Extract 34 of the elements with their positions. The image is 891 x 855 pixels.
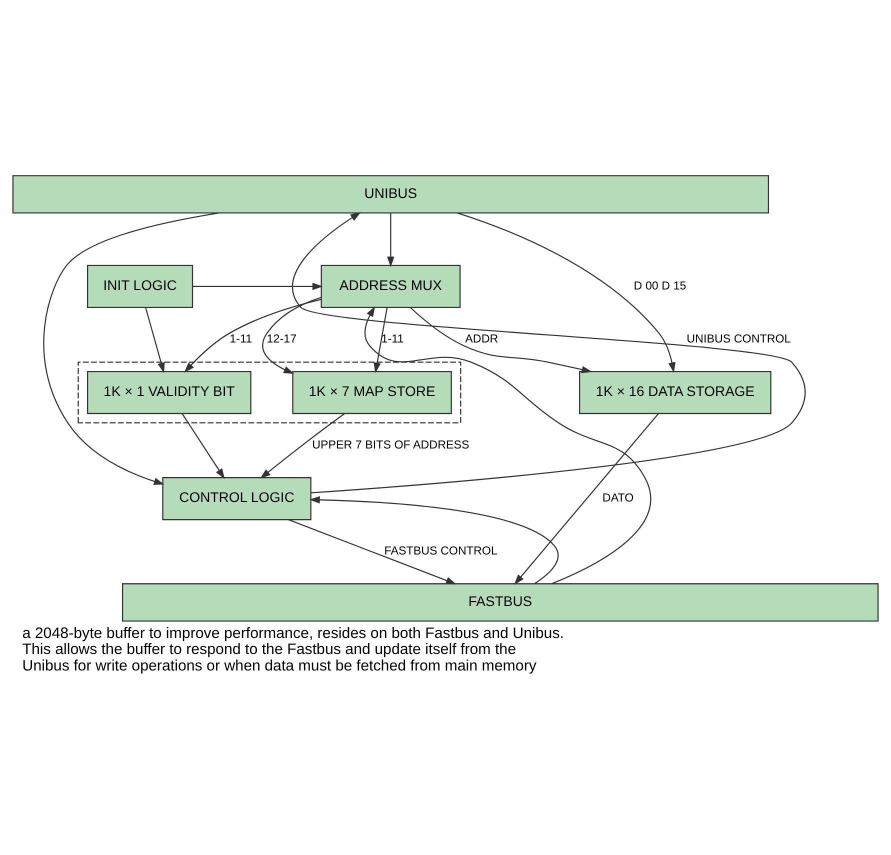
node-box: FASTBUS [122,583,879,622]
arrow [260,413,345,479]
node-box: 1K × 7 MAP STORE [292,370,452,414]
arrow [364,306,652,584]
node-box: ADDRESS MUX [320,264,461,308]
arrow [288,519,456,584]
node-box: INIT LOGIC [86,264,194,308]
edge-label: 1-11 [381,332,404,346]
edge-label: D 00 D 15 [634,279,686,292]
arrow [192,282,323,290]
node-box: 1K × 16 DATA STORAGE [579,370,772,414]
edge-label: ADDR [465,332,498,346]
arrow [292,212,806,494]
node-box: UNIBUS [12,175,770,214]
arrow [410,307,592,374]
arrow [43,212,219,485]
arrow [457,212,676,373]
arrow [182,413,225,479]
arrow [387,213,394,268]
arrow [145,307,165,374]
node-box: 1K × 1 VALIDITY BIT [86,370,252,414]
node-box: CONTROL LOGIC [162,477,312,520]
caption: a 2048-byte buffer to improve performance, resides on both Fastbus and Unibus. This allows the buffer to respond to the Fastbus and update itself from the Unibus for write operations or when data must be fetched from main memory [22,624,564,674]
edge-label: DATO [602,492,634,505]
edge-label: 1-11 [230,332,252,346]
arrow [374,308,388,374]
edge-label: 12-17 [266,332,297,346]
edge-label: UPPER 7 BITS OF ADDRESS [312,438,470,452]
arrow [514,413,659,585]
arrow [184,298,322,373]
edge-label: UNIBUS CONTROL [686,332,791,346]
arrow [262,296,322,374]
arrow [309,496,559,584]
edge-label: FASTBUS CONTROL [384,544,498,558]
